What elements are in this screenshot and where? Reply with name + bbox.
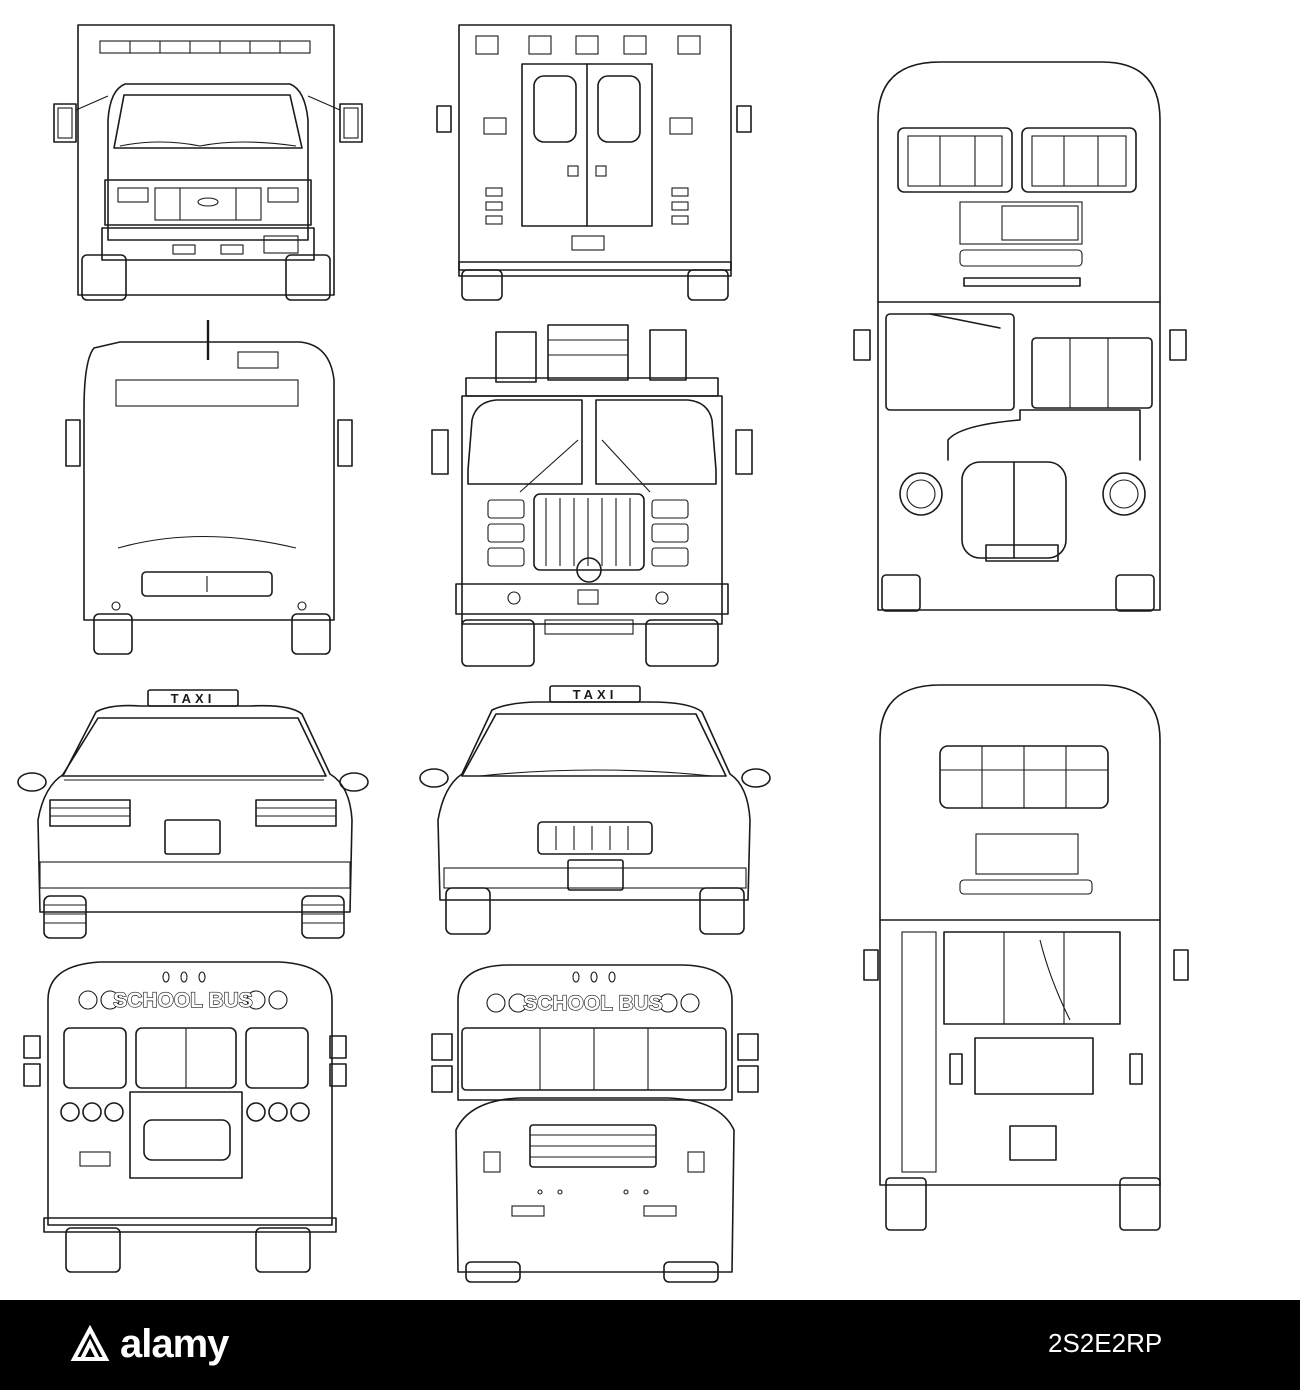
school-bus-rear-drawing: SCHOOL BUS — [23, 961, 347, 1273]
school-bus-rear-sign: SCHOOL BUS — [113, 989, 253, 1012]
taxi-rear-drawing: TAXI — [17, 689, 369, 939]
double-decker-rear-drawing — [863, 684, 1189, 1231]
double-decker-front-drawing — [853, 61, 1187, 612]
school-bus-front-sign: SCHOOL BUS — [523, 992, 663, 1015]
coach-bus-front-drawing — [65, 320, 353, 655]
image-id: 2S2E2RP — [1048, 1328, 1163, 1358]
school-bus-front-drawing: SCHOOL BUS — [431, 964, 759, 1283]
vehicle-line-art: TAXI TAXI — [17, 24, 1189, 1283]
watermark-footer: alamy 2S2E2RP — [0, 1300, 1300, 1390]
alamy-logo: alamy — [70, 1322, 229, 1367]
alamy-logo-text: alamy — [120, 1322, 229, 1366]
taxi-front-sign-label: TAXI — [573, 687, 618, 702]
taxi-front-drawing: TAXI — [419, 685, 771, 935]
ambulance-front-drawing — [53, 24, 363, 301]
fire-truck-front-drawing — [431, 324, 753, 667]
taxi-rear-sign-label: TAXI — [171, 691, 216, 706]
alamy-logo-icon — [70, 1324, 110, 1365]
ambulance-rear-drawing — [436, 24, 752, 301]
